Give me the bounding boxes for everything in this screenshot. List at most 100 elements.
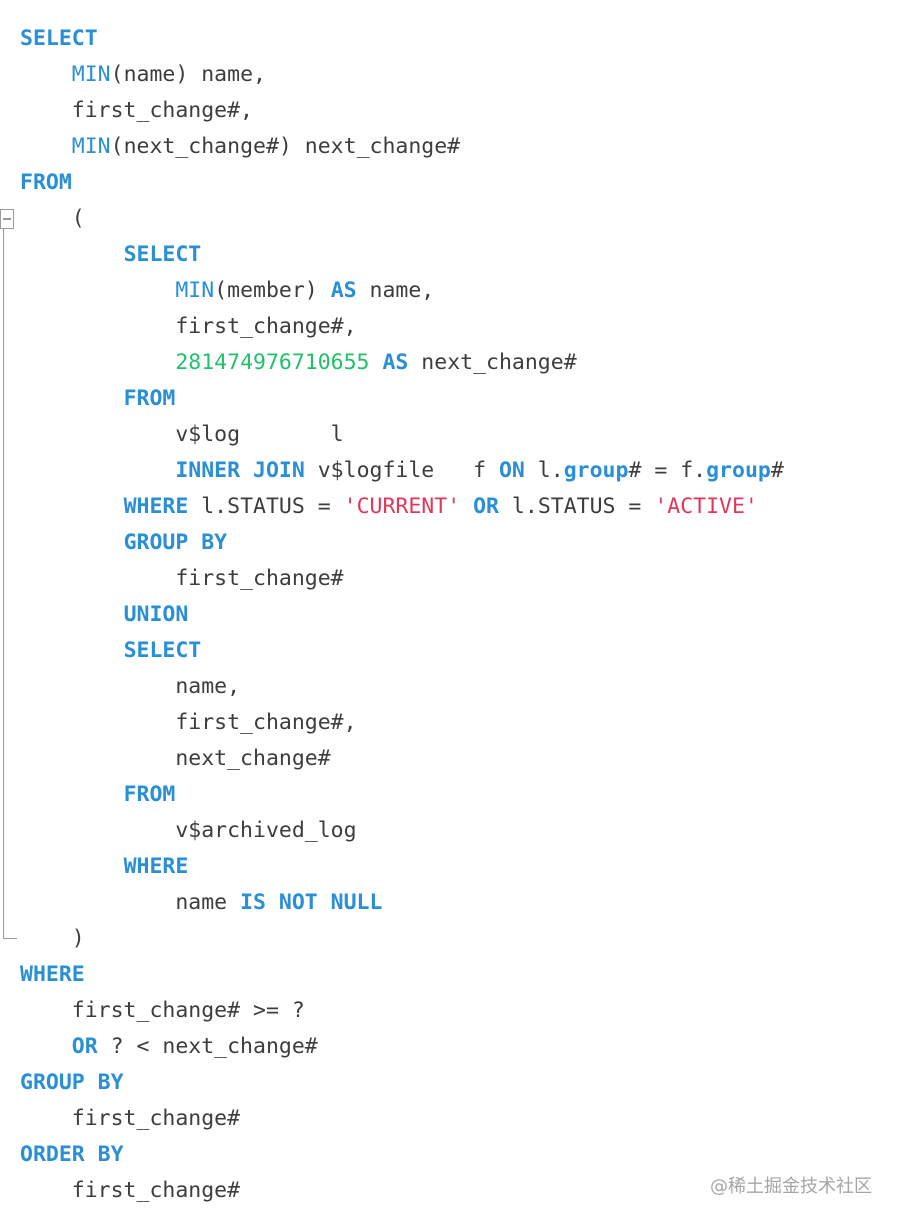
sql-keyword: IS NOT NULL [240, 890, 383, 915]
code-line: UNION [20, 597, 784, 633]
code-line: OR ? < next_change# [20, 1029, 784, 1065]
code-text: first_change# [20, 566, 344, 591]
code-text: first_change# [20, 1178, 241, 1203]
code-text: first_change#, [20, 314, 357, 339]
code-text: name, [356, 278, 435, 303]
watermark: @稀土掘金技术社区 [710, 1176, 872, 1197]
sql-keyword: SELECT [20, 26, 98, 51]
numeric-literal: 281474976710655 [175, 350, 370, 375]
code-line: WHERE [20, 957, 784, 993]
code-line: 281474976710655 AS next_change# [20, 345, 784, 381]
code-line: v$archived_log [20, 813, 784, 849]
code-text [20, 278, 175, 303]
code-line: v$log l [20, 417, 784, 453]
code-line: FROM [20, 381, 784, 417]
sql-function: MIN [71, 62, 111, 87]
code-text: l.STATUS = [188, 494, 344, 519]
sql-keyword: AS [382, 350, 409, 375]
code-text: name, [20, 674, 241, 699]
code-block: SELECT MIN(name) name, first_change#, MI… [20, 21, 784, 1209]
code-text: ) [20, 926, 85, 951]
code-text: v$archived_log [20, 818, 357, 843]
sql-keyword: GROUP BY [20, 1070, 124, 1095]
code-text: name [20, 890, 241, 915]
sql-keyword: group [563, 458, 629, 483]
fold-collapse-icon[interactable] [0, 209, 14, 229]
code-line: SELECT [20, 237, 784, 273]
sql-keyword: group [706, 458, 771, 483]
code-line: first_change#, [20, 705, 784, 741]
code-text [20, 458, 175, 483]
sql-keyword: FROM [123, 782, 176, 807]
code-text: first_change# [20, 1106, 241, 1131]
sql-keyword: WHERE [20, 962, 85, 987]
code-line: INNER JOIN v$logfile f ON l.group# = f.g… [20, 453, 784, 489]
code-line: name IS NOT NULL [20, 885, 784, 921]
sql-keyword: WHERE [123, 494, 189, 519]
fold-range-line [3, 219, 17, 939]
sql-keyword: GROUP BY [123, 530, 228, 555]
code-text: # = f. [628, 458, 707, 483]
code-line: next_change# [20, 741, 784, 777]
sql-keyword: UNION [123, 602, 189, 627]
code-text [20, 1034, 72, 1059]
code-line: WHERE l.STATUS = 'CURRENT' OR l.STATUS =… [20, 489, 784, 525]
code-line: WHERE [20, 849, 784, 885]
code-line: GROUP BY [20, 1065, 784, 1101]
code-text: next_change# [408, 350, 577, 375]
code-line: first_change# [20, 1173, 784, 1209]
code-line: first_change#, [20, 93, 784, 129]
string-literal: 'ACTIVE' [654, 494, 758, 519]
code-text [370, 350, 383, 375]
sql-keyword: FROM [20, 170, 72, 195]
code-text: first_change# >= ? [20, 998, 305, 1023]
code-text: l. [524, 458, 564, 483]
code-text: first_change#, [20, 98, 253, 123]
sql-keyword: ON [498, 458, 525, 483]
sql-keyword: WHERE [123, 854, 189, 879]
code-line: MIN(next_change#) next_change# [20, 129, 784, 165]
code-line: ( [20, 201, 784, 237]
code-text: ( [20, 206, 85, 231]
code-text: (next_change#) next_change# [110, 134, 461, 159]
code-line: name, [20, 669, 784, 705]
code-text: v$logfile f [304, 458, 499, 483]
code-text: first_change#, [20, 710, 357, 735]
code-text [20, 494, 124, 519]
code-text: v$log l [20, 422, 344, 447]
sql-keyword: INNER JOIN [175, 458, 305, 483]
code-text [20, 530, 124, 555]
code-text [20, 782, 124, 807]
code-text [20, 386, 124, 411]
code-text: next_change# [20, 746, 331, 771]
sql-keyword: SELECT [123, 242, 202, 267]
code-line: ORDER BY [20, 1137, 784, 1173]
sql-function: MIN [71, 134, 111, 159]
code-text [20, 350, 175, 375]
code-line: FROM [20, 165, 784, 201]
code-line: GROUP BY [20, 525, 784, 561]
code-text: (name) name, [110, 62, 266, 87]
code-text: (member) [214, 278, 331, 303]
sql-keyword: AS [330, 278, 357, 303]
code-line: FROM [20, 777, 784, 813]
code-text [20, 242, 124, 267]
code-line: first_change# >= ? [20, 993, 784, 1029]
sql-keyword: OR [71, 1034, 98, 1059]
sql-function: MIN [175, 278, 215, 303]
code-text [20, 62, 72, 87]
code-line: first_change# [20, 561, 784, 597]
code-text: # [770, 458, 784, 483]
code-text [20, 854, 124, 879]
code-text: l.STATUS = [498, 494, 655, 519]
code-text [20, 602, 124, 627]
code-line: SELECT [20, 633, 784, 669]
code-line: first_change# [20, 1101, 784, 1137]
code-text: ? < next_change# [97, 1034, 318, 1059]
code-text [20, 134, 72, 159]
sql-keyword: OR [473, 494, 499, 519]
sql-keyword: SELECT [123, 638, 202, 663]
code-line: ) [20, 921, 784, 957]
sql-keyword: FROM [123, 386, 176, 411]
